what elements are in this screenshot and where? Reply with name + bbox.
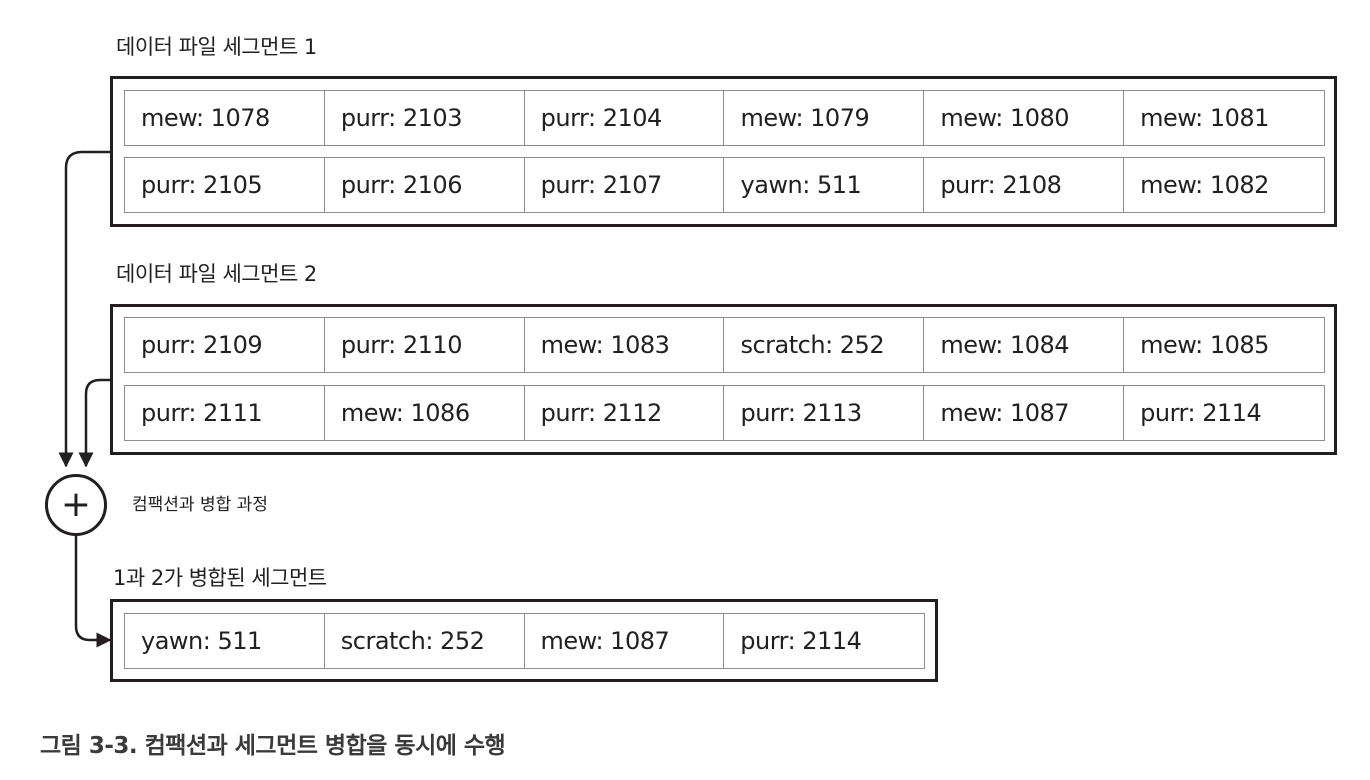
segment-1-title: 데이터 파일 세그먼트 1 [116, 35, 317, 59]
merge-plus-icon: + [45, 474, 107, 536]
segment-1-row-2: purr: 2105 purr: 2106 purr: 2107 yawn: 5… [124, 157, 1325, 213]
segment-2-arrow [78, 378, 110, 468]
record-cell: mew: 1083 [525, 318, 725, 372]
record-cell: mew: 1087 [924, 386, 1125, 440]
record-cell: purr: 2110 [325, 318, 525, 372]
segment-2-row-2: purr: 2111 mew: 1086 purr: 2112 purr: 21… [124, 385, 1325, 441]
record-cell: purr: 2109 [125, 318, 325, 372]
record-cell: purr: 2107 [525, 158, 725, 212]
record-cell: mew: 1087 [525, 614, 725, 668]
record-cell: purr: 2113 [724, 386, 925, 440]
segment-1-arrow [58, 150, 110, 468]
record-cell: mew: 1080 [924, 91, 1125, 145]
merge-label: 컴팩션과 병합 과정 [132, 495, 268, 515]
record-cell: purr: 2105 [125, 158, 325, 212]
record-cell: purr: 2114 [1140, 399, 1262, 427]
merged-segment-box: yawn: 511 scratch: 252 mew: 1087 purr: 2… [110, 599, 938, 682]
record-cell: scratch: 252 [325, 614, 525, 668]
record-cell: mew: 1082 [1140, 171, 1269, 199]
record-cell: mew: 1086 [325, 386, 525, 440]
record-cell: yawn: 511 [724, 158, 925, 212]
record-cell: purr: 2112 [525, 386, 725, 440]
figure-caption: 그림 3-3. 컴팩션과 세그먼트 병합을 동시에 수행 [40, 733, 506, 759]
record-cell: purr: 2104 [525, 91, 725, 145]
record-cell: mew: 1081 [1140, 104, 1269, 132]
record-cell: mew: 1084 [924, 318, 1125, 372]
record-cell: scratch: 252 [724, 318, 925, 372]
merged-arrow [74, 536, 112, 648]
merged-segment-title: 1과 2가 병합된 세그먼트 [113, 566, 327, 590]
record-cell: purr: 2111 [125, 386, 325, 440]
record-cell: yawn: 511 [125, 614, 325, 668]
record-cell: mew: 1085 [1140, 331, 1269, 359]
record-cell: purr: 2108 [924, 158, 1125, 212]
record-cell: purr: 2103 [325, 91, 525, 145]
segment-2-box: purr: 2109 purr: 2110 mew: 1083 scratch:… [110, 304, 1337, 455]
segment-2-title: 데이터 파일 세그먼트 2 [116, 262, 317, 286]
segment-1-row-1: mew: 1078 purr: 2103 purr: 2104 mew: 107… [124, 90, 1325, 146]
record-cell: mew: 1078 [125, 91, 325, 145]
segment-2-row-1: purr: 2109 purr: 2110 mew: 1083 scratch:… [124, 317, 1325, 373]
record-cell: mew: 1079 [724, 91, 925, 145]
merged-segment-row: yawn: 511 scratch: 252 mew: 1087 purr: 2… [124, 613, 925, 669]
record-cell: purr: 2114 [740, 627, 862, 655]
record-cell: purr: 2106 [325, 158, 525, 212]
segment-1-box: mew: 1078 purr: 2103 purr: 2104 mew: 107… [110, 76, 1337, 227]
